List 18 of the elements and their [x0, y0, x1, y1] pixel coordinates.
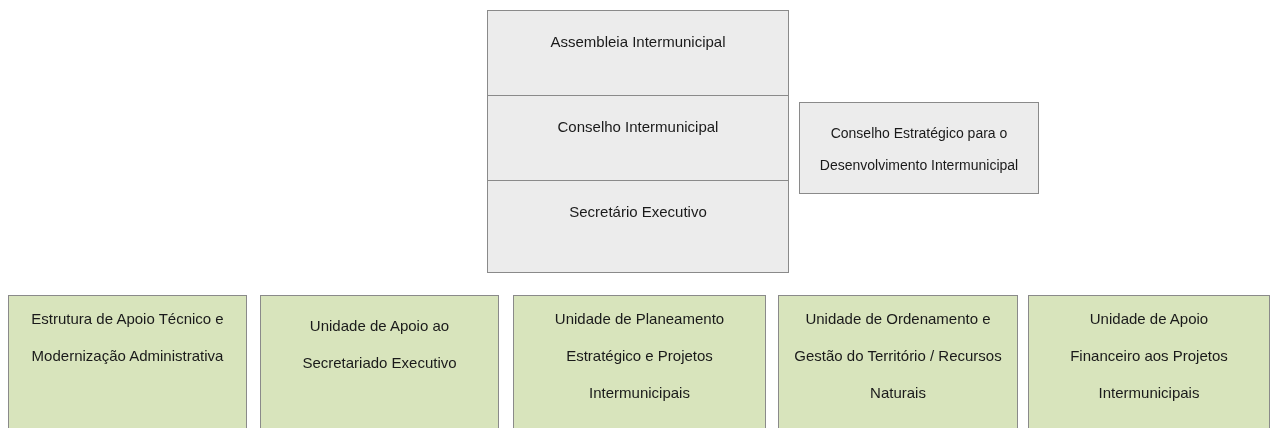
- unit-name: Conselho Intermunicipal: [557, 117, 719, 137]
- org-unit-box: [778, 295, 1018, 428]
- unit-name: Unidade de Ordenamento e Gestão do Território / Recursos Naturais: [793, 309, 1003, 403]
- org-unit-box: [487, 10, 789, 96]
- unit-name: Unidade de Apoio ao Secretariado Executivo: [301, 316, 458, 373]
- org-unit-box: [513, 295, 766, 428]
- org-unit-box: [799, 102, 1039, 194]
- org-unit-box: [8, 295, 247, 428]
- unit-name: Secretário Executivo: [569, 202, 707, 222]
- org-unit-box: [1028, 295, 1270, 428]
- unit-name: Estrutura de Apoio Técnico e Modernização Administrativa: [30, 309, 225, 366]
- unit-name: Conselho Estratégico para o Desenvolvimento Intermunicipal: [818, 124, 1020, 175]
- org-unit-box: [487, 180, 789, 273]
- unit-name: Unidade de Planeamento Estratégico e Projetos Intermunicipais: [553, 309, 726, 403]
- unit-name: Unidade de Apoio Financeiro aos Projetos Intermunicipais: [1069, 309, 1229, 403]
- unit-name: Assembleia Intermunicipal: [550, 32, 726, 52]
- org-unit-box: [260, 295, 499, 428]
- org-unit-box: [487, 95, 789, 181]
